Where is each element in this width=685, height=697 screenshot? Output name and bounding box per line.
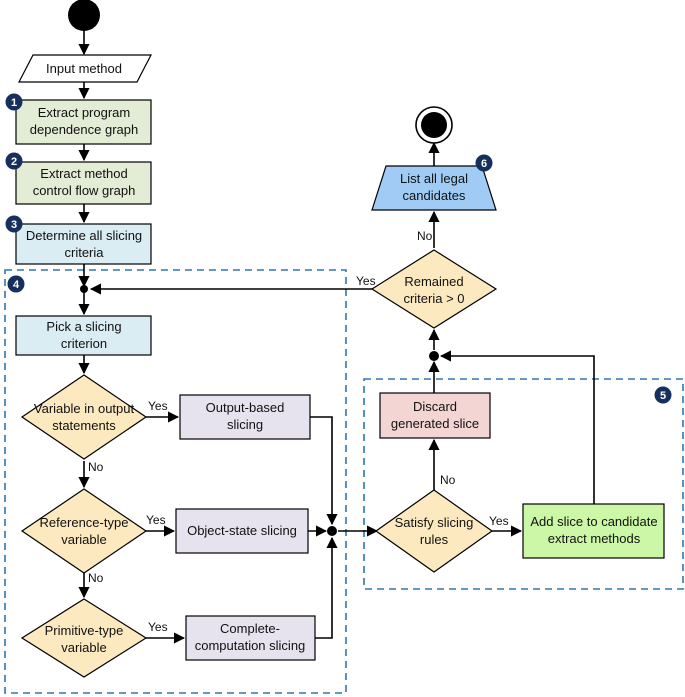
satisfy-rules-label-line-2: rules [420, 532, 449, 547]
extract-pdg-label-line-1: Extract program [38, 105, 130, 120]
variable-output-label-line-2: statements [52, 418, 116, 433]
badge-5: 5 [654, 386, 672, 404]
badge-1: 1 [5, 93, 23, 111]
svg-text:1: 1 [11, 97, 17, 109]
remained-criteria-label-line-2: criteria > 0 [403, 291, 464, 306]
reference-type-decision: Reference-type variable [20, 488, 148, 574]
add-slice-label-line-2: extract methods [548, 531, 641, 546]
discard-slice-label-line-2: generated slice [391, 416, 479, 431]
group-frame-5 [363, 378, 684, 590]
determine-criteria-label-line-2: criteria [64, 245, 104, 260]
variable-output-label-line-1: Variable in output [34, 401, 135, 416]
pick-criterion-label-line-2: criterion [61, 336, 107, 351]
reference-type-label-line-2: variable [61, 532, 107, 547]
svg-text:Input method: Input method [46, 61, 122, 76]
edge-label-yes-output: Yes [148, 399, 168, 413]
list-candidates-node: List all legal candidates [371, 165, 497, 211]
object-state-node: Object-state slicing [175, 508, 309, 554]
badge-6: 6 [475, 154, 493, 172]
edge-label-no-reference: No [88, 571, 104, 585]
pick-criterion-label-line-1: Pick a slicing [46, 319, 121, 334]
extract-pdg-node: Extract program dependence graph [15, 99, 152, 145]
complete-computation-node: Complete-computation slicing [185, 615, 316, 661]
primitive-type-label-line-1: Primitive-type [45, 623, 124, 638]
object-state-label-line-1: Object-state slicing [187, 523, 297, 538]
edge-label-yes-remained: Yes [356, 274, 376, 288]
extract-cfg-label-line-1: Extract method [40, 166, 127, 181]
svg-text:5: 5 [660, 390, 666, 402]
merge-dot-loop [80, 285, 88, 293]
merge-dot-slicing [327, 526, 337, 536]
discard-slice-label-line-1: Discard [413, 399, 457, 414]
reference-type-label-line-1: Reference-type [40, 515, 129, 530]
badge-4: 4 [7, 275, 25, 293]
svg-text:2: 2 [11, 156, 17, 168]
svg-text:Object-state slicing: Object-state slicing [187, 523, 297, 538]
badge-2: 2 [5, 152, 23, 170]
remained-criteria-decision: Remained criteria > 0 [370, 249, 498, 329]
svg-text:3: 3 [11, 219, 17, 231]
satisfy-rules-decision: Satisfy slicing rules [374, 489, 494, 573]
merge-dot-results [429, 351, 439, 361]
extract-pdg-label-line-2: dependence graph [30, 122, 138, 137]
add-slice-label-line-1: Add slice to candidate [530, 514, 657, 529]
satisfy-rules-label-line-1: Satisfy slicing [395, 515, 474, 530]
determine-criteria-label-line-1: Determine all slicing [26, 228, 142, 243]
output-slicing-label-line-2: slicing [227, 417, 263, 432]
pick-criterion-node: Pick a slicing criterion [15, 315, 152, 356]
list-candidates-label-line-1: List all legal [400, 171, 468, 186]
discard-slice-node: Discard generated slice [379, 392, 491, 439]
output-slicing-node: Output-based slicing [179, 394, 311, 440]
list-candidates-label-line-2: candidates [403, 188, 466, 203]
complete-computation-label-line-2: computation slicing [195, 638, 306, 653]
extract-cfg-node: Extract method control flow graph [15, 161, 152, 205]
add-slice-node: Add slice to candidate extract methods [522, 503, 665, 559]
edge-label-no-output: No [88, 460, 104, 474]
edges [78, 30, 595, 644]
input-method-node: Input method [18, 54, 152, 83]
edge-label-yes-primitive: Yes [148, 620, 168, 634]
edge-label-no-remained: No [417, 229, 433, 243]
variable-output-decision: Variable in output statements [20, 374, 148, 460]
group-frame-4 [4, 269, 347, 694]
edge-label-yes-reference: Yes [146, 513, 166, 527]
input-method-label-line-1: Input method [46, 61, 122, 76]
primitive-type-label-line-2: variable [61, 640, 107, 655]
remained-criteria-label-line-1: Remained [404, 274, 463, 289]
badge-3: 3 [5, 215, 23, 233]
edge-label-yes-satisfy: Yes [489, 514, 509, 528]
output-slicing-label-line-1: Output-based [206, 400, 285, 415]
start-node [68, 0, 100, 31]
complete-computation-label-line-1: Complete- [220, 621, 280, 636]
determine-criteria-node: Determine all slicing criteria [15, 223, 152, 265]
extract-cfg-label-line-2: control flow graph [33, 183, 136, 198]
svg-text:Complete-computation slicing: Complete-computation slicing [195, 621, 306, 653]
end-node [415, 106, 453, 144]
svg-text:4: 4 [13, 279, 20, 291]
svg-text:6: 6 [481, 158, 487, 170]
edge-label-no-satisfy: No [440, 473, 456, 487]
primitive-type-decision: Primitive-type variable [20, 598, 148, 678]
